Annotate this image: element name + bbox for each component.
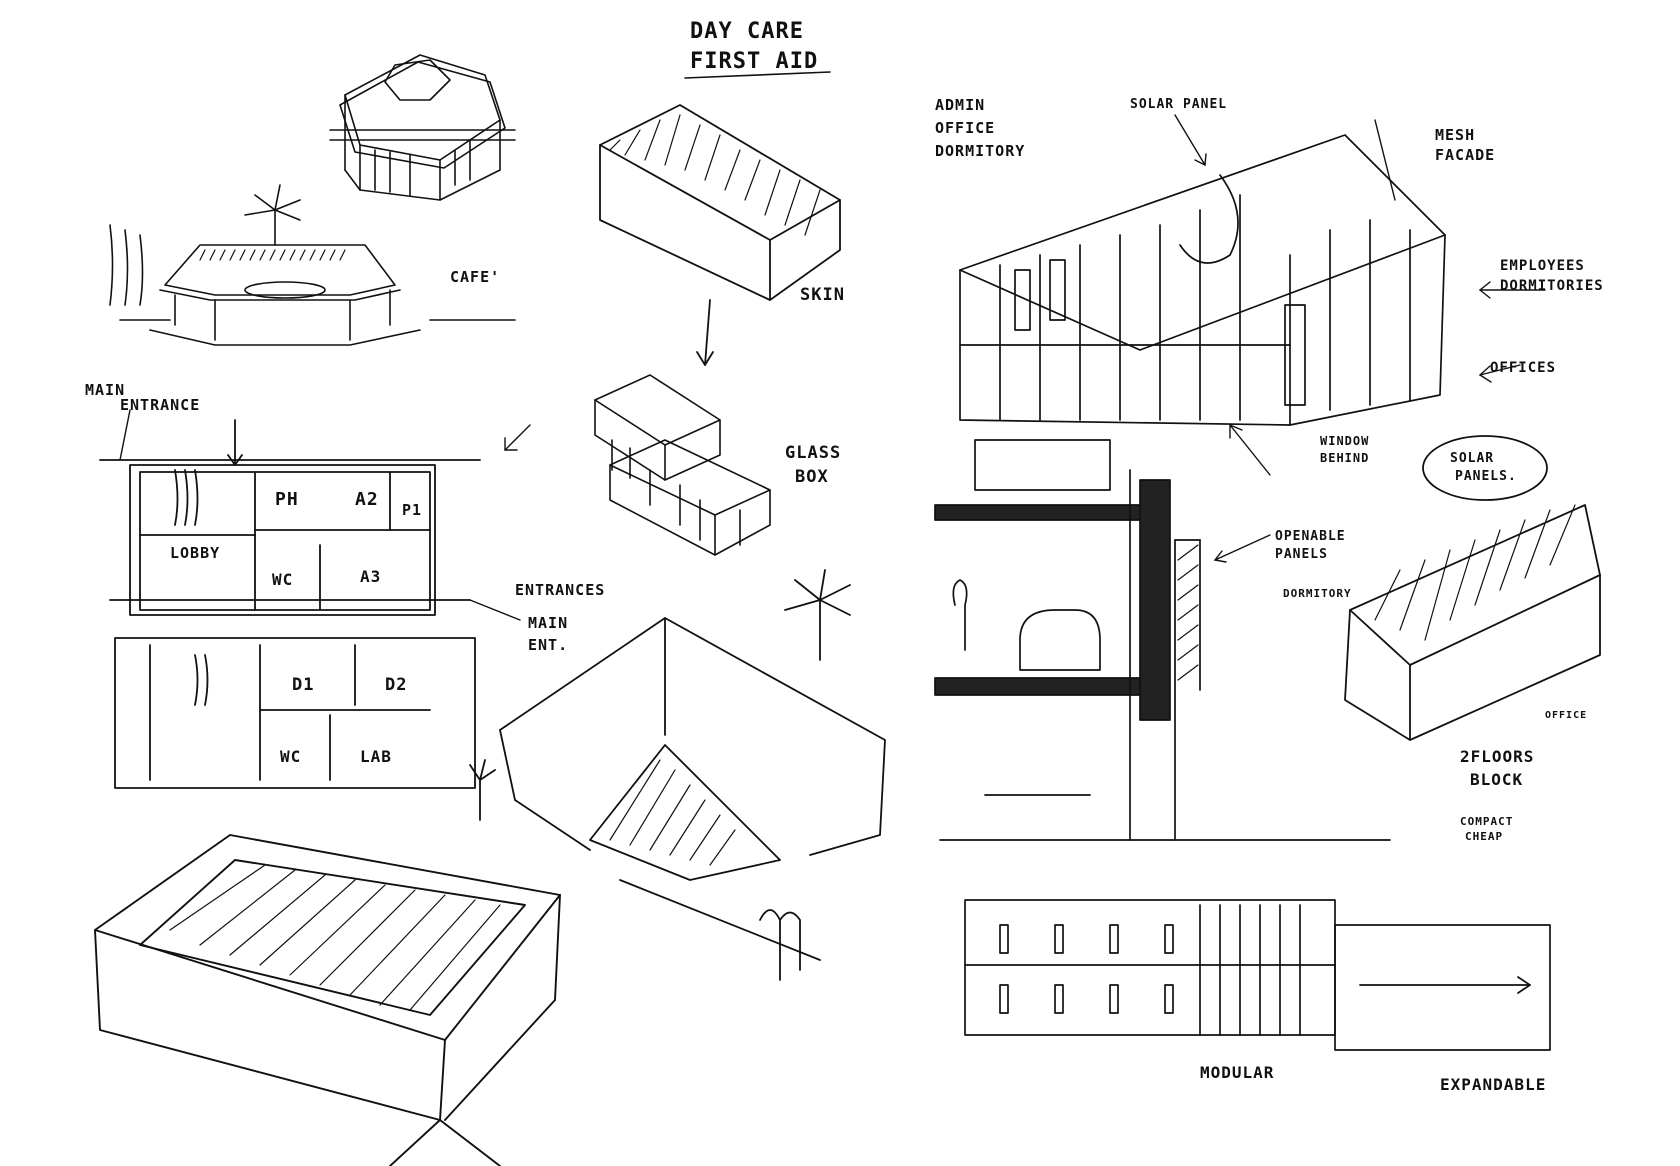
note-d2: D2 bbox=[385, 675, 407, 695]
note-2floors-1: 2FLOORS bbox=[1460, 747, 1534, 766]
note-day-care: DAY CARE bbox=[690, 19, 804, 44]
skin-box-sketch bbox=[599, 104, 841, 366]
note-dormitory-top: DORMITORY bbox=[935, 142, 1025, 160]
note-cafe: CAFE' bbox=[450, 268, 500, 286]
note-2floors-2: BLOCK bbox=[1470, 770, 1523, 789]
note-mesh-1: MESH bbox=[1435, 126, 1475, 144]
note-main-ent-1: MAIN bbox=[528, 614, 568, 632]
floor-plan-upper bbox=[99, 419, 481, 616]
note-modular: MODULAR bbox=[1200, 1063, 1274, 1082]
note-solar-panels-1: SOLAR bbox=[1450, 451, 1494, 466]
note-lobby: LOBBY bbox=[170, 544, 220, 562]
note-offices: OFFICES bbox=[1490, 360, 1556, 376]
admin-building-perspective bbox=[959, 134, 1446, 426]
note-ph: PH bbox=[275, 489, 299, 510]
note-openable-1: OPENABLE bbox=[1275, 529, 1346, 544]
note-compact-2: CHEAP bbox=[1465, 830, 1503, 843]
hexagon-pavilion-sketch bbox=[329, 54, 516, 201]
note-openable-2: PANELS bbox=[1275, 547, 1328, 562]
note-p1: P1 bbox=[402, 501, 422, 519]
note-office: OFFICE bbox=[935, 119, 995, 137]
note-office-block: OFFICE bbox=[1545, 710, 1587, 721]
note-mesh-2: FACADE bbox=[1435, 146, 1495, 164]
glass-box-sketch bbox=[594, 374, 771, 556]
note-lab: LAB bbox=[360, 747, 392, 766]
roof-block-perspective bbox=[94, 834, 561, 1166]
note-a2: A2 bbox=[355, 489, 379, 510]
note-dormitory-block: DORMITORY bbox=[1283, 587, 1352, 600]
note-wc-top: WC bbox=[272, 570, 293, 589]
note-employees-2: DORMITORIES bbox=[1500, 278, 1604, 294]
floor-plan-lower bbox=[114, 637, 476, 789]
courtyard-perspective-sketch bbox=[469, 569, 886, 981]
note-main-entrance-1: MAIN bbox=[85, 381, 125, 399]
cafe-pavilion-sketch bbox=[109, 184, 516, 346]
note-solar-panels-2: PANELS. bbox=[1455, 469, 1517, 484]
handwritten-notes: DAY CARE FIRST AID CAFE' MAIN ENTRANCE S… bbox=[85, 19, 1604, 1094]
note-a3: A3 bbox=[360, 567, 381, 586]
note-wc-bottom: WC bbox=[280, 747, 301, 766]
note-main-ent-2: ENT. bbox=[528, 636, 568, 654]
note-entrances: ENTRANCES bbox=[515, 581, 605, 599]
note-window-2: BEHIND bbox=[1320, 451, 1369, 465]
note-compact-1: COMPACT bbox=[1460, 815, 1513, 828]
modular-elevation-sketch bbox=[964, 899, 1551, 1051]
dormitory-block-sketch bbox=[1344, 435, 1601, 741]
note-glass-box-2: BOX bbox=[795, 467, 829, 487]
note-main-entrance-2: ENTRANCE bbox=[120, 396, 200, 414]
annotation-arrows bbox=[119, 114, 1546, 621]
note-first-aid: FIRST AID bbox=[690, 49, 818, 74]
note-window-1: WINDOW bbox=[1320, 434, 1369, 448]
note-expandable: EXPANDABLE bbox=[1440, 1075, 1546, 1094]
note-admin: ADMIN bbox=[935, 96, 985, 114]
building-section-sketch bbox=[934, 439, 1391, 841]
note-skin: SKIN bbox=[800, 285, 845, 305]
note-employees-1: EMPLOYEES bbox=[1500, 258, 1585, 274]
note-d1: D1 bbox=[292, 675, 314, 695]
note-glass-box-1: GLASS bbox=[785, 443, 841, 463]
note-solar-panel: SOLAR PANEL bbox=[1130, 97, 1227, 112]
